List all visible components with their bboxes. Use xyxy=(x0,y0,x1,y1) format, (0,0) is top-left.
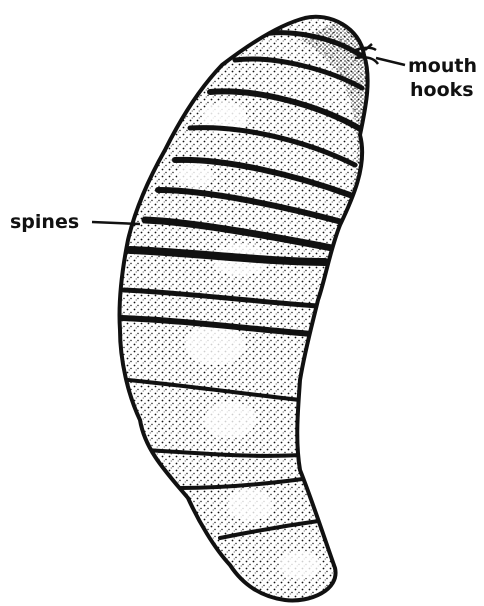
mouth-hooks-leader xyxy=(376,58,405,65)
mouth-hooks-label-line2: hooks xyxy=(410,79,474,101)
mouth-hooks-label-line1: mouth xyxy=(408,55,477,77)
larva-body xyxy=(119,0,380,600)
spines-label: spines xyxy=(10,211,79,233)
